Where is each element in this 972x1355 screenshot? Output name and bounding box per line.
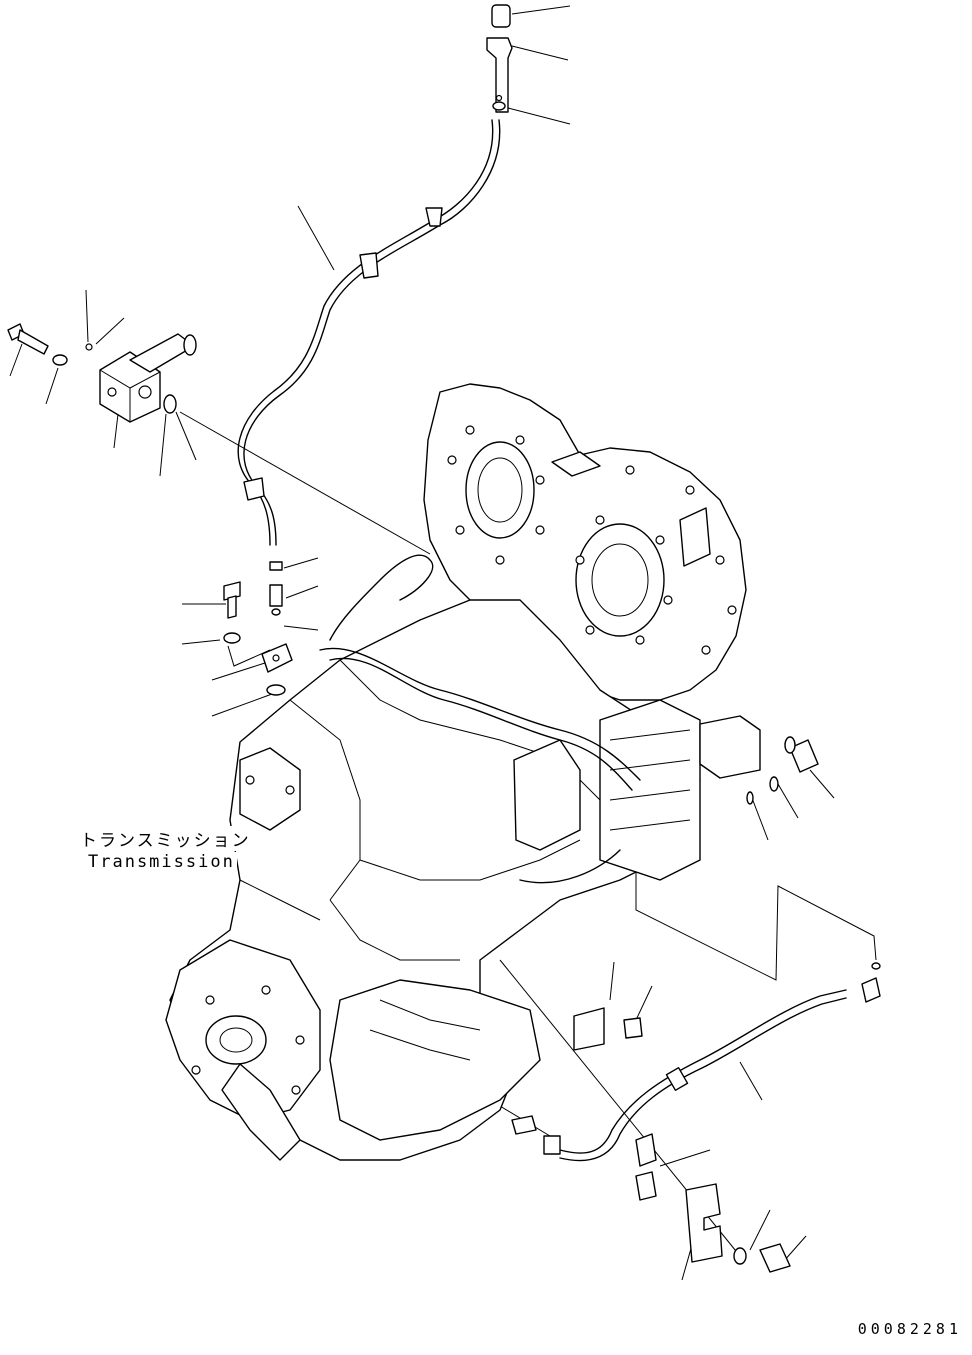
tube-nut [543, 1135, 561, 1155]
washer [52, 354, 68, 366]
pump-flange [205, 1015, 267, 1065]
bolt-plate [623, 1017, 643, 1039]
solenoid [699, 715, 761, 779]
mount-bracket [685, 1183, 723, 1263]
drawing-number: 00082281 [857, 1320, 962, 1338]
tube-clamp [665, 1067, 689, 1091]
washer-mid [223, 632, 241, 644]
o-ring-left [163, 394, 177, 414]
tube-fitting [511, 1115, 537, 1135]
breather-assembly [237, 4, 513, 616]
transmission-body [165, 383, 761, 1161]
mid-left-parts [223, 581, 293, 696]
breather-cap [491, 4, 511, 28]
o-ring-right [769, 776, 779, 792]
adapter [269, 584, 283, 607]
oil-tube [559, 989, 847, 1154]
outlet-pipe [221, 1063, 301, 1161]
control-valve [599, 699, 701, 881]
valve-body [513, 739, 581, 851]
left-block-assembly [7, 323, 197, 423]
elbow-fitting [861, 977, 881, 1003]
hose-clamp-2 [359, 252, 379, 279]
flange-left [465, 441, 535, 539]
housing-bolts [191, 425, 737, 1095]
flange-right [575, 523, 665, 637]
oil-pan [329, 979, 541, 1141]
side-cover [239, 747, 301, 831]
right-plug-parts [746, 736, 819, 805]
lower-tube-assembly [511, 962, 881, 1273]
bolt-bottom [759, 1243, 791, 1273]
bolt-shank [17, 329, 49, 355]
plug [789, 739, 819, 773]
washer-bottom [733, 1247, 747, 1265]
plate [573, 1007, 605, 1051]
seal-right [746, 791, 754, 805]
hose-clamp-3 [243, 477, 265, 501]
bracket-top [486, 37, 513, 113]
hose-joint [269, 561, 283, 571]
caption-japanese: トランスミッション [78, 826, 253, 851]
gasket-mid [266, 684, 286, 696]
hose-clamp-1 [425, 207, 443, 227]
top-washer [492, 101, 506, 111]
connector [635, 1133, 657, 1167]
caption-english: Transmission [86, 852, 237, 872]
